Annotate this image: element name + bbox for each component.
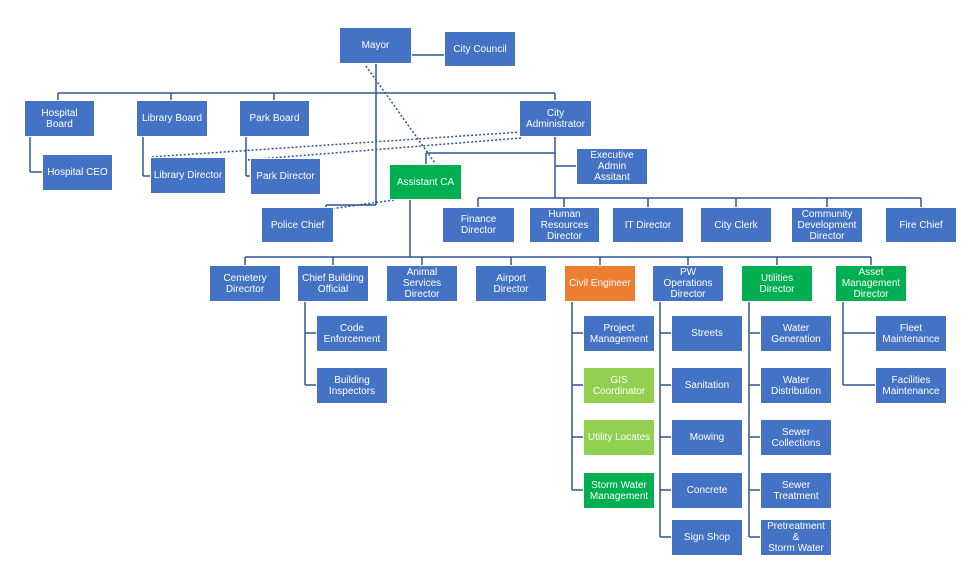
node-gis-coordinator: GIS Coordinator — [583, 367, 655, 404]
node-mayor: Mayor — [339, 27, 412, 64]
node-concrete: Concrete — [671, 472, 743, 509]
node-city-council: City Council — [444, 31, 516, 67]
node-police-chief: Police Chief — [261, 207, 334, 243]
node-hr-director: Human Resources Director — [529, 207, 600, 243]
node-city-clerk: City Clerk — [700, 207, 772, 243]
node-hospital-ceo: Hospital CEO — [42, 154, 113, 191]
node-facilities-maintenance: Facilities Maintenance — [875, 367, 947, 404]
node-pretreatment-storm-water: Pretreatment & Storm Water — [760, 519, 832, 556]
node-utility-locates: Utility Locates — [583, 419, 655, 456]
node-it-director: IT Director — [612, 207, 684, 243]
node-project-management: Project Management — [583, 315, 655, 352]
node-hospital-board: Hospital Board — [24, 100, 95, 137]
node-finance-director: Finance Director — [442, 207, 515, 243]
node-city-administrator: City Administrator — [519, 100, 592, 137]
node-storm-water-management: Storm Water Management — [583, 472, 655, 509]
node-sign-shop: Sign Shop — [671, 519, 743, 556]
node-mowing: Mowing — [671, 419, 743, 456]
node-building-inspectors: Building Inspectors — [316, 367, 388, 404]
node-chief-building-official: Chief Building Official — [297, 265, 369, 302]
node-sanitation: Sanitation — [671, 367, 743, 404]
node-sewer-treatment: Sewer Treatment — [760, 472, 832, 509]
node-water-generation: Water Generation — [760, 315, 832, 352]
node-cemetery-director: Cemetery Direcrtor — [209, 265, 281, 302]
node-code-enforcement: Code Enforcement — [316, 315, 388, 352]
node-library-director: Library Director — [150, 157, 226, 194]
node-community-development: Community Development Director — [791, 207, 863, 243]
node-pw-operations: PW Operations Director — [652, 265, 724, 302]
node-assistant-ca: Assistant CA — [389, 164, 462, 200]
node-animal-services: Animal Services Director — [386, 265, 458, 302]
node-civil-engineer: Civil Engineer — [564, 265, 636, 302]
node-fleet-maintenance: Fleet Maintenance — [875, 315, 947, 352]
node-fire-chief: Fire Chief — [885, 207, 957, 243]
node-park-director: Park Director — [250, 158, 321, 195]
node-streets: Streets — [671, 315, 743, 352]
node-water-distribution: Water Distribution — [760, 367, 832, 404]
node-airport-director: Airport Director — [475, 265, 547, 302]
node-executive-admin: Executive Admin Assitant — [576, 148, 648, 185]
node-library-board: Library Board — [136, 100, 208, 137]
node-asset-management: Asset Management Director — [835, 265, 907, 302]
node-utilities-director: Utilities Director — [741, 265, 813, 302]
node-park-board: Park Board — [239, 100, 310, 137]
node-sewer-collections: Sewer Collections — [760, 419, 832, 456]
